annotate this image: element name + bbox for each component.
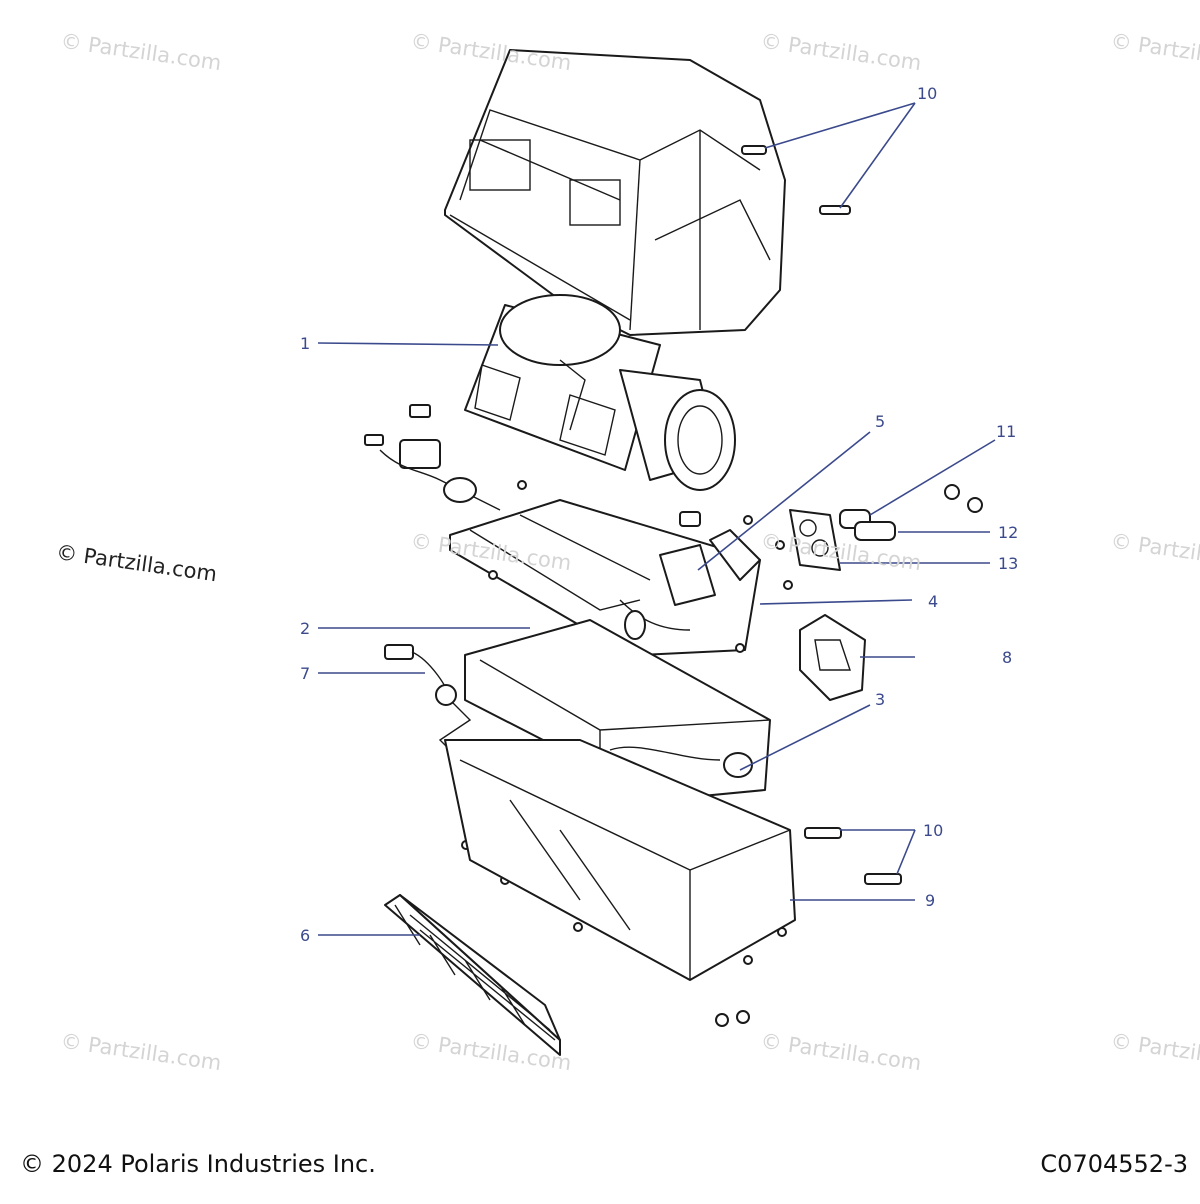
copyright-notice: © 2024 Polaris Industries Inc. [20, 1150, 376, 1178]
heater-core-frame [449, 499, 761, 656]
callout-7: 7 [300, 664, 311, 683]
plate-8 [799, 614, 866, 701]
fittings [839, 484, 983, 541]
wire-connectors [364, 404, 501, 511]
callout-6: 6 [300, 926, 311, 945]
callout-10-top: 10 [917, 84, 938, 103]
wire-harness-7 [384, 644, 472, 761]
pin-top [741, 145, 851, 215]
callout-1: 1 [300, 334, 311, 353]
leader-lines [317, 102, 996, 936]
pin-bottom [804, 827, 902, 885]
callout-4: 4 [928, 592, 939, 611]
callout-8: 8 [1002, 648, 1013, 667]
callout-5: 5 [875, 412, 886, 431]
figure-code: C0704552-3 [1040, 1150, 1188, 1178]
callout-11: 11 [996, 422, 1017, 441]
filter-screen-6 [384, 894, 561, 1056]
blower-assembly [464, 294, 736, 491]
lower-case-9 [444, 739, 796, 981]
callout-2: 2 [300, 619, 311, 638]
callout-13: 13 [998, 554, 1019, 573]
callout-9: 9 [925, 891, 936, 910]
gasket-13 [789, 509, 841, 571]
callout-12: 12 [998, 523, 1019, 542]
callout-3: 3 [875, 690, 886, 709]
callout-10-bottom: 10 [923, 821, 944, 840]
upper-housing-cover [444, 49, 786, 336]
evaporator-core [464, 619, 771, 801]
